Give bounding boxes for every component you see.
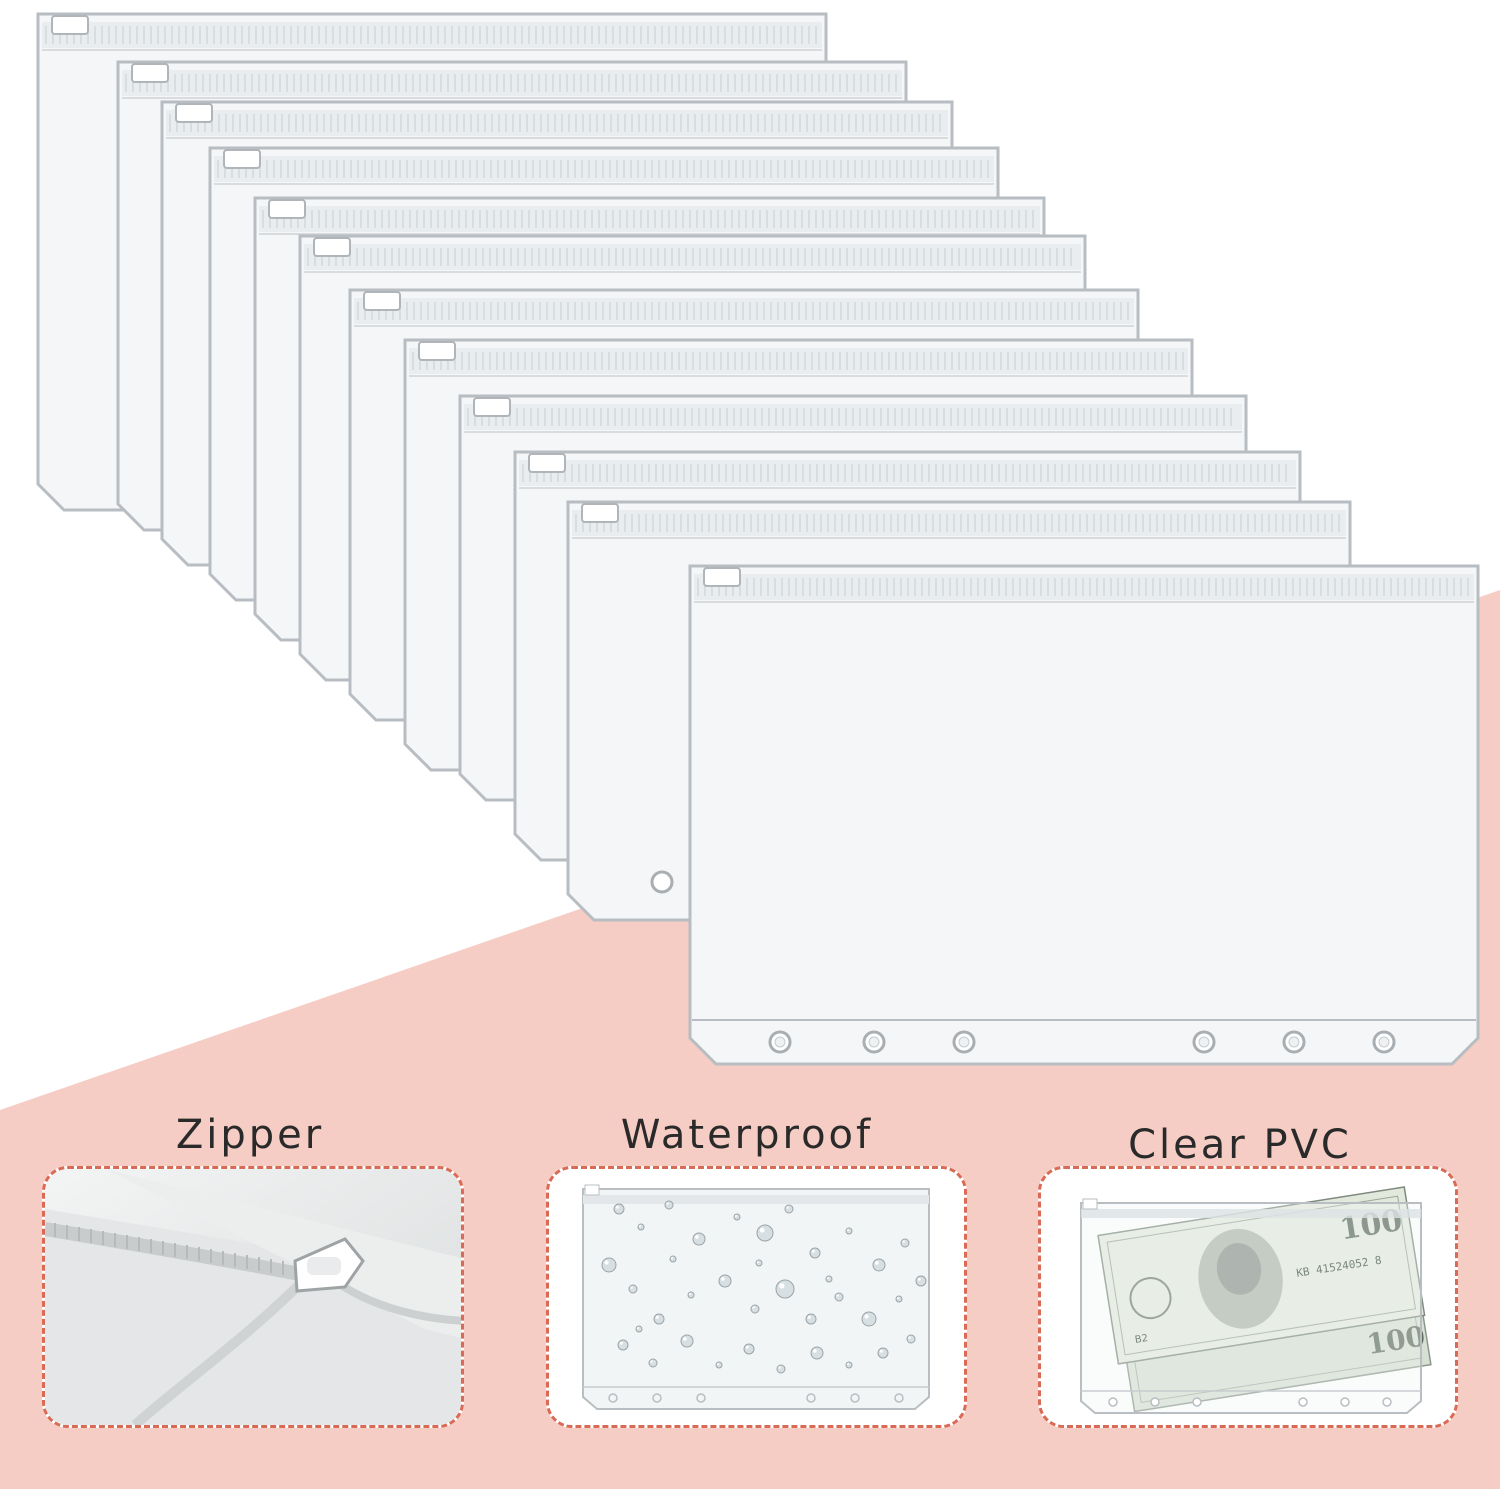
water-droplet — [637, 1223, 645, 1231]
water-droplet — [845, 1227, 853, 1235]
droplet-highlight — [836, 1294, 839, 1297]
water-droplets-pouch-picture — [549, 1169, 964, 1425]
water-droplet — [648, 1358, 658, 1368]
zipper-pull — [175, 103, 213, 123]
water-droplet — [628, 1284, 638, 1294]
water-droplet — [900, 1238, 910, 1248]
droplet-highlight — [666, 1202, 669, 1205]
droplet-highlight — [826, 1276, 829, 1279]
droplet-highlight — [615, 1205, 619, 1209]
droplet-highlight — [917, 1277, 921, 1281]
droplet-highlight — [896, 1296, 899, 1299]
water-droplet — [825, 1275, 833, 1283]
droplet-highlight — [619, 1341, 623, 1345]
water-droplet — [680, 1334, 694, 1348]
zipper-pull — [703, 567, 741, 587]
water-droplets — [601, 1200, 927, 1374]
water-droplet — [861, 1311, 877, 1327]
droplet-highlight — [879, 1349, 883, 1353]
water-droplet — [733, 1213, 741, 1221]
droplet-highlight — [811, 1249, 815, 1253]
zipper-card — [42, 1166, 464, 1428]
droplet-highlight — [638, 1224, 641, 1227]
clear-pvc-label: Clear PVC — [1128, 1122, 1352, 1168]
zipper-pull — [268, 199, 306, 219]
zipper-pull — [51, 15, 89, 35]
pouch-with-money-picture: 100 100 KB 41524052 8 B2 — [1041, 1169, 1455, 1425]
zipper-pull — [528, 453, 566, 473]
droplet-highlight — [908, 1336, 911, 1339]
water-droplet — [834, 1292, 844, 1302]
zipper-pull — [131, 63, 169, 83]
water-droplet — [601, 1257, 617, 1273]
droplet-highlight — [846, 1228, 849, 1231]
water-droplet — [845, 1361, 853, 1369]
zipper-pull — [313, 237, 351, 257]
droplet-highlight — [759, 1227, 765, 1233]
bill-side-code: B2 — [1134, 1333, 1149, 1346]
droplet-highlight — [688, 1292, 691, 1295]
water-droplet — [687, 1291, 695, 1299]
droplet-highlight — [875, 1261, 879, 1265]
water-droplet — [756, 1224, 774, 1242]
droplet-highlight — [670, 1256, 673, 1259]
droplet-highlight — [786, 1206, 789, 1209]
water-droplet — [613, 1203, 625, 1215]
zipper-closeup-picture — [45, 1169, 461, 1425]
water-droplet — [915, 1275, 927, 1287]
droplet-highlight — [630, 1286, 633, 1289]
water-droplet — [805, 1313, 817, 1325]
droplet-highlight — [716, 1362, 719, 1365]
droplet-highlight — [807, 1315, 811, 1319]
droplet-highlight — [778, 1366, 781, 1369]
water-droplet — [715, 1361, 723, 1369]
water-droplet — [750, 1304, 760, 1314]
waterproof-label: Waterproof — [620, 1112, 874, 1158]
water-droplet — [906, 1334, 916, 1344]
droplet-highlight — [864, 1314, 869, 1319]
droplet-highlight — [745, 1345, 749, 1349]
water-droplet — [669, 1255, 677, 1263]
droplet-highlight — [604, 1260, 609, 1265]
zipper-pull — [418, 341, 456, 361]
droplet-highlight — [655, 1315, 659, 1319]
water-droplet — [743, 1343, 755, 1355]
water-droplet — [692, 1232, 706, 1246]
water-droplet — [784, 1204, 794, 1214]
zipper-pull — [363, 291, 401, 311]
water-droplet — [635, 1325, 643, 1333]
water-droplet — [617, 1339, 629, 1351]
water-droplet — [653, 1313, 665, 1325]
clear-pvc-card: 100 100 KB 41524052 8 B2 — [1038, 1166, 1458, 1428]
pouch — [688, 564, 1480, 1066]
water-droplet — [718, 1274, 732, 1288]
droplet-highlight — [779, 1283, 785, 1289]
droplet-highlight — [695, 1235, 699, 1239]
droplet-highlight — [636, 1326, 639, 1329]
droplet-highlight — [813, 1349, 817, 1353]
droplet-highlight — [902, 1240, 905, 1243]
water-droplet — [776, 1364, 786, 1374]
droplet-highlight — [650, 1360, 653, 1363]
droplet-highlight — [683, 1337, 687, 1341]
waterproof-card — [546, 1166, 967, 1428]
water-droplet — [810, 1346, 824, 1360]
zipper-label: Zipper — [175, 1112, 325, 1158]
droplet-highlight — [756, 1260, 759, 1263]
zipper-pull — [473, 397, 511, 417]
droplet-highlight — [734, 1214, 737, 1217]
water-droplet — [755, 1259, 763, 1267]
droplet-highlight — [846, 1362, 849, 1365]
water-droplet — [809, 1247, 821, 1259]
zipper-pull — [223, 149, 261, 169]
zipper-pull — [581, 503, 619, 523]
droplet-highlight — [752, 1306, 755, 1309]
droplet-highlight — [721, 1277, 725, 1281]
water-droplet — [872, 1258, 886, 1272]
water-droplet — [895, 1295, 903, 1303]
water-droplet — [775, 1279, 795, 1299]
water-droplet — [877, 1347, 889, 1359]
water-droplet — [664, 1200, 674, 1210]
